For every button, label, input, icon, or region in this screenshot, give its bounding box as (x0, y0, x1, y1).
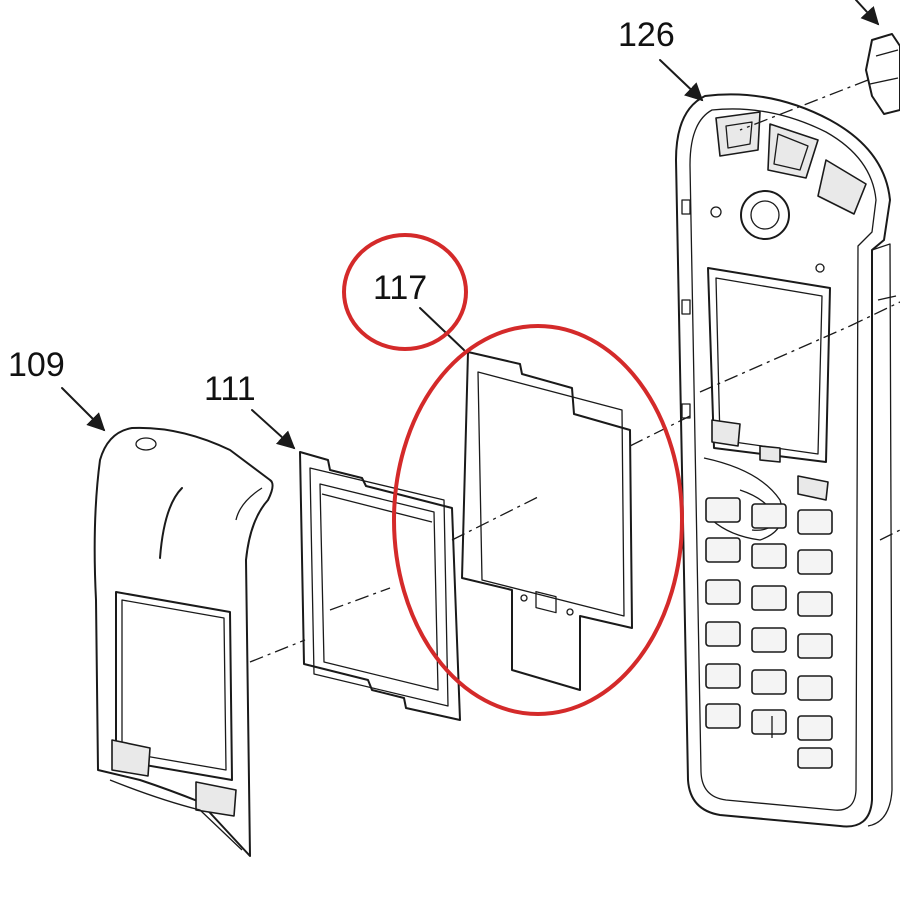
callout-109: 109 (8, 346, 106, 432)
part-antenna-clip (739, 33, 900, 131)
callout-label-111: 111 (204, 370, 256, 408)
part-109-front-cover (93, 426, 274, 857)
highlight-ellipse-part-117 (392, 324, 684, 716)
part-111-window-frame (299, 451, 461, 721)
callout-117: 117 (373, 269, 465, 351)
keypad-grid (705, 497, 833, 769)
highlight-circle-label-117 (342, 233, 468, 351)
part-117-lens (461, 351, 633, 691)
callout-126: 126 (618, 16, 704, 102)
highlight-annotations (342, 233, 684, 716)
part-126-housing (675, 93, 897, 828)
alignment-lines (249, 301, 900, 663)
callout-label-109: 109 (8, 346, 65, 384)
callout-111: 111 (204, 370, 296, 450)
callout-label-126: 126 (618, 16, 675, 54)
callout-top-right-leader (855, 0, 880, 26)
callout-label-117: 117 (373, 269, 427, 307)
